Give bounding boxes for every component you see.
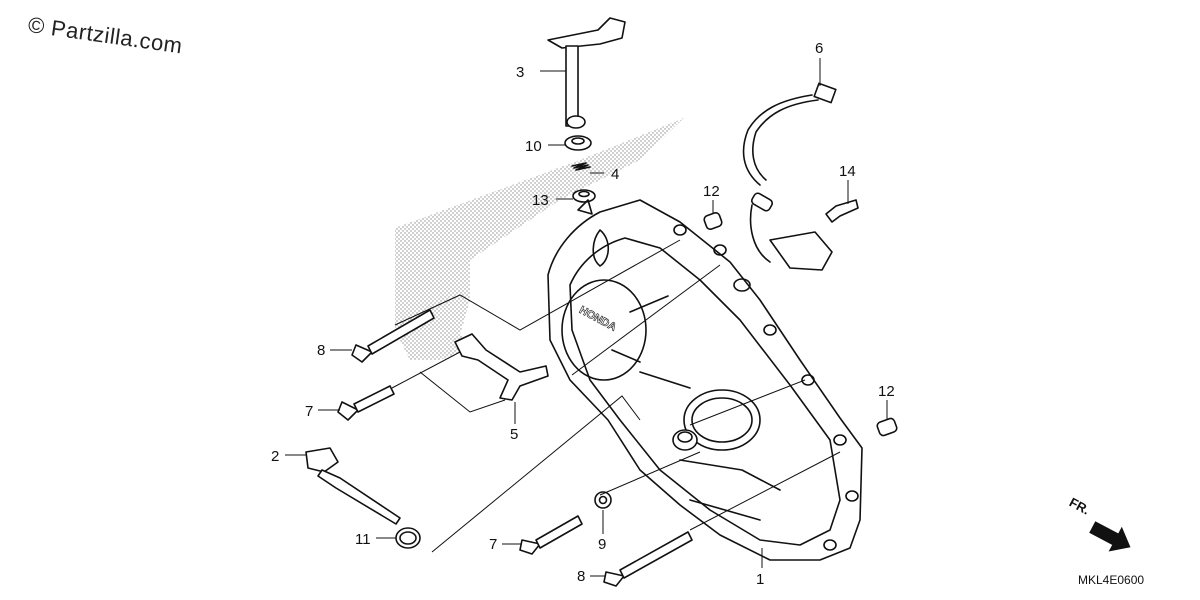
callout-3: 3 xyxy=(516,64,524,81)
crankcase-cover xyxy=(547,199,863,561)
bolt-8-upper xyxy=(351,309,435,363)
callout-7-lower: 7 xyxy=(489,536,497,553)
callout-4: 4 xyxy=(611,166,619,183)
callout-11: 11 xyxy=(355,531,371,548)
callout-13: 13 xyxy=(532,192,549,209)
dowel-pin-a xyxy=(703,212,723,230)
callout-12-upper: 12 xyxy=(703,183,720,200)
bracket-5 xyxy=(454,333,549,401)
shift-arm xyxy=(547,17,626,129)
sensor-harness xyxy=(742,82,837,271)
bolt-14 xyxy=(825,199,859,223)
front-direction-indicator: FR. xyxy=(1067,495,1131,552)
callout-10: 10 xyxy=(525,138,542,155)
bolt-8-bottom xyxy=(603,531,693,587)
bolt-7-left xyxy=(337,385,395,421)
callout-8-lower: 8 xyxy=(577,568,585,585)
spring xyxy=(571,162,591,171)
callout-1: 1 xyxy=(756,571,764,588)
callout-14: 14 xyxy=(839,163,856,180)
callout-8-upper: 8 xyxy=(317,342,325,359)
diagram-code: MKL4E0600 xyxy=(1078,573,1144,587)
callout-12-lower: 12 xyxy=(878,383,895,400)
bolt-7-bottom xyxy=(519,515,583,555)
dowel-pin-b xyxy=(876,417,898,437)
washer-9 xyxy=(594,491,612,509)
dipstick xyxy=(305,447,401,525)
callout-5: 5 xyxy=(510,426,518,443)
callout-labels: 3 10 4 13 6 14 12 12 8 7 5 2 11 7 9 8 1 xyxy=(271,40,895,588)
callout-6: 6 xyxy=(815,40,823,57)
callout-9: 9 xyxy=(598,536,606,553)
oil-seal xyxy=(564,135,592,151)
direction-label: FR. xyxy=(1067,495,1093,518)
callout-7-upper: 7 xyxy=(305,403,313,420)
callout-2: 2 xyxy=(271,448,279,465)
direction-arrow-icon xyxy=(1089,521,1131,552)
leader-lines xyxy=(285,58,888,577)
